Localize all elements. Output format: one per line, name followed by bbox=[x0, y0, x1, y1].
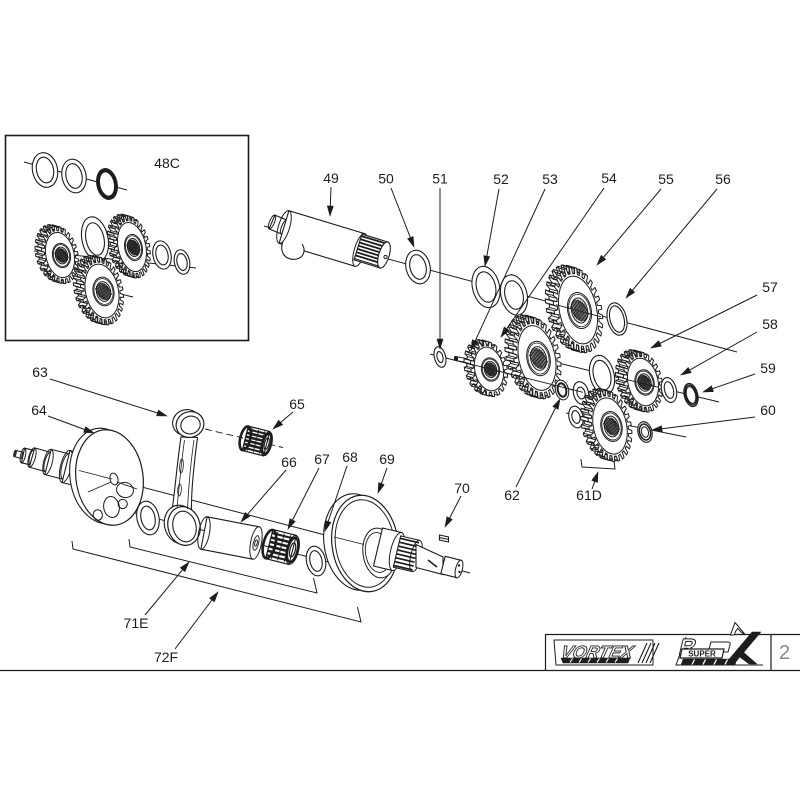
svg-text:51: 51 bbox=[432, 171, 448, 187]
svg-text:57: 57 bbox=[762, 279, 778, 295]
svg-text:64: 64 bbox=[31, 402, 47, 418]
svg-text:49: 49 bbox=[323, 170, 339, 186]
svg-text:66: 66 bbox=[281, 454, 297, 470]
svg-text:63: 63 bbox=[32, 364, 48, 380]
svg-text:VORTEX: VORTEX bbox=[559, 642, 637, 662]
svg-text:60: 60 bbox=[760, 402, 776, 418]
svg-text:54: 54 bbox=[601, 170, 617, 186]
svg-text:59: 59 bbox=[760, 360, 776, 376]
svg-text:71E: 71E bbox=[124, 615, 149, 631]
svg-text:61D: 61D bbox=[576, 487, 602, 503]
svg-text:72F: 72F bbox=[154, 649, 178, 665]
svg-text:SUPER: SUPER bbox=[688, 650, 716, 659]
svg-text:58: 58 bbox=[762, 316, 778, 332]
svg-text:62: 62 bbox=[504, 487, 520, 503]
svg-text:52: 52 bbox=[493, 171, 509, 187]
svg-text:2: 2 bbox=[779, 642, 790, 664]
svg-text:69: 69 bbox=[379, 451, 395, 467]
svg-text:70: 70 bbox=[454, 480, 470, 496]
svg-text:68: 68 bbox=[342, 449, 358, 465]
svg-text:65: 65 bbox=[289, 396, 305, 412]
svg-text:53: 53 bbox=[542, 171, 558, 187]
svg-text:48C: 48C bbox=[154, 155, 180, 171]
svg-text:55: 55 bbox=[658, 171, 674, 187]
svg-text:67: 67 bbox=[314, 451, 330, 467]
svg-text:56: 56 bbox=[715, 171, 731, 187]
svg-text:50: 50 bbox=[378, 171, 394, 187]
